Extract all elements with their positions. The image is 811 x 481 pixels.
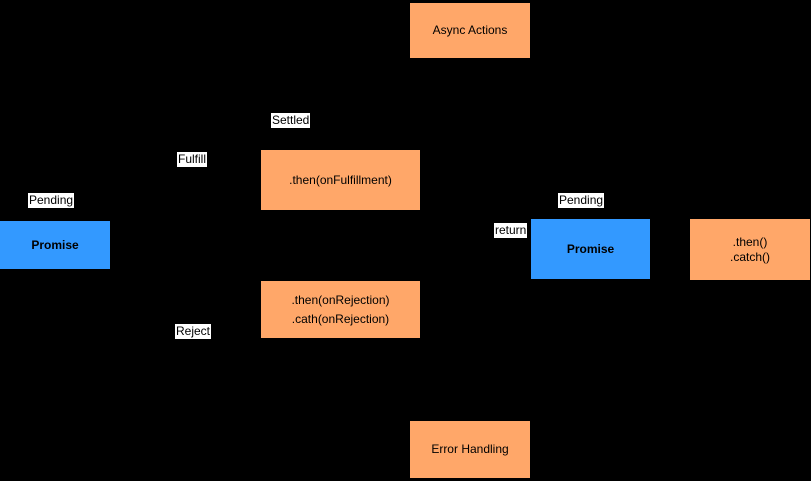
edge-label-pending-right[interactable]: Pending — [558, 193, 605, 208]
node-then-onrejection[interactable]: .then(onRejection) .cath(onRejection) — [261, 281, 420, 338]
edge-label-return[interactable]: return — [494, 223, 528, 238]
node-then-catch-line2: .catch() — [729, 249, 770, 264]
node-async-actions[interactable]: Async Actions — [410, 3, 530, 58]
node-then-onrejection-line2: .cath(onRejection) — [291, 311, 390, 326]
node-promise-left[interactable]: Promise — [0, 221, 110, 269]
edge-label-reject[interactable]: Reject — [175, 324, 212, 339]
node-then-onfulfillment-label: .then(onFulfillment) — [289, 172, 392, 187]
node-async-actions-label: Async Actions — [432, 23, 508, 37]
node-promise-right[interactable]: Promise — [531, 219, 650, 279]
node-then-onfulfillment[interactable]: .then(onFulfillment) — [261, 150, 420, 210]
edge-label-settled[interactable]: Settled — [271, 113, 311, 128]
node-error-handling-label: Error Handling — [431, 442, 509, 456]
node-then-onrejection-line1: .then(onRejection) — [291, 292, 390, 307]
edge-label-pending-left[interactable]: Pending — [28, 193, 75, 208]
edge-label-fulfill[interactable]: Fulfill — [177, 152, 208, 167]
node-then-catch-line1: .then() — [732, 234, 768, 249]
node-promise-left-label: Promise — [31, 237, 79, 252]
node-error-handling[interactable]: Error Handling — [410, 421, 530, 478]
node-promise-right-label: Promise — [566, 241, 615, 256]
node-then-catch[interactable]: .then() .catch() — [690, 219, 810, 280]
